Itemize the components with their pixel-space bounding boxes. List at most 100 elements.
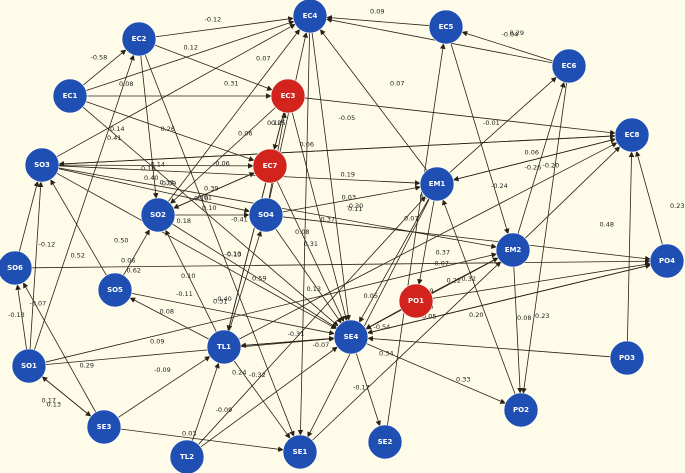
edge-label-tl2-se4: -0.32 [249, 371, 266, 379]
edge-ec2-to-so2 [140, 54, 159, 199]
node-label-po1: PO1 [408, 297, 424, 305]
node-se4[interactable]: SE4 [333, 319, 369, 355]
node-ec3[interactable]: EC3 [270, 78, 306, 114]
edge-label-so5-so2: 0.62 [127, 267, 141, 275]
node-se2[interactable]: SE2 [367, 424, 403, 460]
node-circle-so6[interactable] [0, 250, 33, 286]
edge-tl1-to-so5 [129, 297, 210, 340]
node-circle-so5[interactable] [97, 272, 133, 308]
node-so5[interactable]: SO5 [97, 272, 133, 308]
edge-label-tl2-em1: 0.59 [252, 275, 266, 283]
node-ec1[interactable]: EC1 [52, 78, 88, 114]
edge-so1-to-em2 [44, 252, 498, 363]
edge-so1-to-so3 [29, 181, 44, 351]
edge-label-so1-se3: 0.13 [47, 401, 61, 409]
node-label-so3: SO3 [34, 161, 50, 169]
node-label-ec5: EC5 [439, 23, 454, 31]
node-circle-po4[interactable] [649, 243, 685, 279]
edge-se4-to-se2 [355, 352, 381, 427]
node-tl1[interactable]: TL1 [206, 329, 242, 365]
node-circle-se1[interactable] [282, 434, 318, 470]
node-label-po3: PO3 [619, 354, 635, 362]
edge-label-ec3-ec8: 0.07 [390, 80, 404, 88]
edge-label-so1-so3: -0.07 [30, 300, 47, 308]
node-so6[interactable]: SO6 [0, 250, 33, 286]
node-po2[interactable]: PO2 [503, 392, 539, 428]
edge-label-tl1-so2: -0.11 [176, 290, 193, 298]
node-ec6[interactable]: EC6 [551, 48, 587, 84]
node-label-ec3: EC3 [281, 92, 296, 100]
node-circle-po3[interactable] [609, 340, 645, 376]
edge-em1-to-ec6 [448, 76, 557, 174]
edge-so1-to-so6 [15, 284, 28, 351]
edge-label-ec3-se4: 0.06 [300, 141, 314, 149]
edge-label-so1-so6: -0.13 [8, 311, 25, 319]
node-circle-ec7[interactable] [252, 148, 288, 184]
node-po1[interactable]: PO1 [398, 283, 434, 319]
edge-ec2-to-se1 [144, 53, 295, 437]
node-circle-ec1[interactable] [52, 78, 88, 114]
node-tl2[interactable]: TL2 [169, 439, 205, 473]
node-label-po2: PO2 [513, 406, 529, 414]
edge-label-tl1-se4: -0.31 [288, 330, 305, 338]
node-circle-po1[interactable] [398, 283, 434, 319]
edge-label-po1-po4: 0.32 [462, 275, 476, 283]
node-circle-so1[interactable] [11, 348, 47, 384]
node-circle-ec3[interactable] [270, 78, 306, 114]
node-circle-tl1[interactable] [206, 329, 242, 365]
edge-label-ec6-ec5: -0.04 [502, 31, 519, 39]
node-so3[interactable]: SO3 [24, 147, 60, 183]
edge-label-ec5-ec4: 0.09 [370, 8, 384, 16]
edge-se3-to-so6 [22, 282, 97, 414]
node-label-ec1: EC1 [63, 92, 78, 100]
edge-label-ec1-ec3: 0.08 [119, 80, 133, 88]
node-circle-ec8[interactable] [614, 117, 650, 153]
node-ec4[interactable]: EC4 [292, 0, 328, 34]
node-circle-em1[interactable] [419, 166, 455, 202]
edge-so3-to-ec8 [57, 133, 616, 165]
node-po4[interactable]: PO4 [649, 243, 685, 279]
edge-ec1-to-ec4 [85, 20, 295, 92]
edge-po3-to-ec8 [627, 151, 635, 343]
edge-label-tl1-ec8: 0.11 [348, 205, 362, 213]
node-so2[interactable]: SO2 [140, 197, 176, 233]
node-circle-ec5[interactable] [428, 9, 464, 45]
node-circle-so2[interactable] [140, 197, 176, 233]
node-circle-tl2[interactable] [169, 439, 205, 473]
node-ec8[interactable]: EC8 [614, 117, 650, 153]
edge-ec3-to-ec8 [303, 97, 616, 136]
node-em1[interactable]: EM1 [419, 166, 455, 202]
node-circle-po2[interactable] [503, 392, 539, 428]
edge-em1-to-ec4 [319, 29, 428, 172]
node-circle-em2[interactable] [495, 232, 531, 268]
node-ec7[interactable]: EC7 [252, 148, 288, 184]
edge-tl2-to-se4 [199, 346, 338, 448]
node-circle-so3[interactable] [24, 147, 60, 183]
node-circle-ec4[interactable] [292, 0, 328, 34]
node-so4[interactable]: SO4 [248, 197, 284, 233]
edge-label-ec2-se1: -0.09 [160, 180, 177, 188]
node-ec5[interactable]: EC5 [428, 9, 464, 45]
node-circle-se4[interactable] [333, 319, 369, 355]
node-ec2[interactable]: EC2 [121, 21, 157, 57]
edge-so3-to-em1 [57, 165, 421, 186]
node-po3[interactable]: PO3 [609, 340, 645, 376]
node-circle-ec6[interactable] [551, 48, 587, 84]
node-so1[interactable]: SO1 [11, 348, 47, 384]
node-se1[interactable]: SE1 [282, 434, 318, 470]
node-em2[interactable]: EM2 [495, 232, 531, 268]
edge-label-so3-em1: 0.33 [160, 179, 174, 187]
edge-ec4-to-se4 [311, 31, 351, 321]
node-label-po4: PO4 [659, 257, 675, 265]
edge-label-se2-ec5: 0.37 [436, 249, 450, 257]
edge-ec6-to-po2 [521, 81, 568, 394]
node-label-em1: EM1 [429, 180, 446, 188]
node-circle-so4[interactable] [248, 197, 284, 233]
edge-ec1-to-ec7 [84, 100, 255, 162]
node-circle-ec2[interactable] [121, 21, 157, 57]
node-se3[interactable]: SE3 [86, 409, 122, 445]
edge-label-so2-ec7: 0.10 [194, 195, 208, 203]
node-circle-se2[interactable] [367, 424, 403, 460]
node-circle-se3[interactable] [86, 409, 122, 445]
